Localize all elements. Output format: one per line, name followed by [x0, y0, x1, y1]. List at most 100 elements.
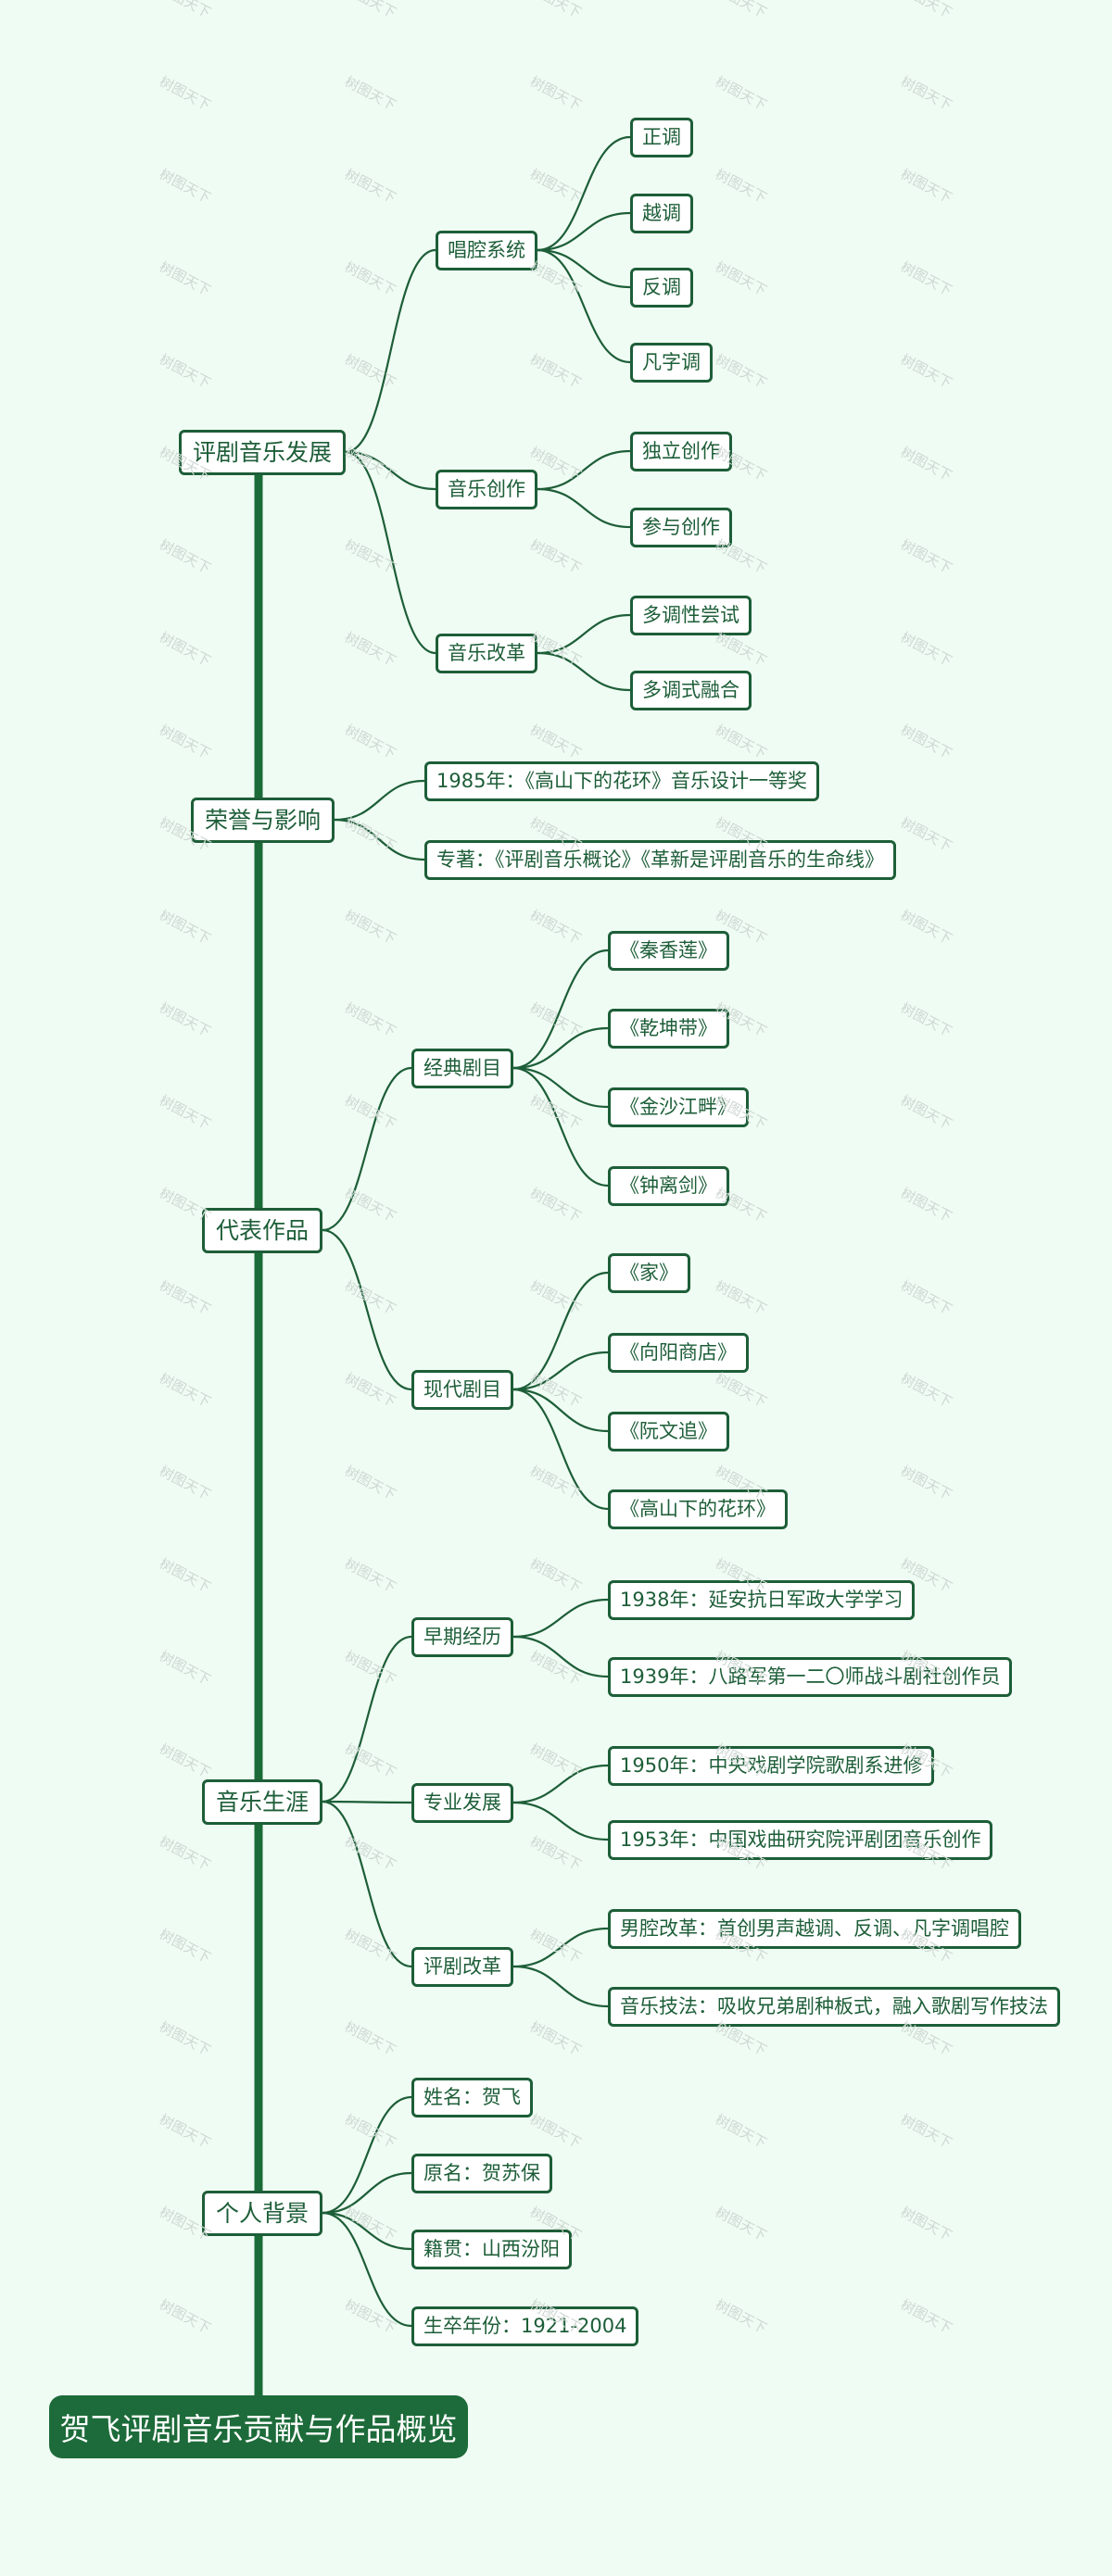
watermark-text: 树图天下 — [157, 165, 214, 207]
watermark-text: 树图天下 — [157, 350, 214, 392]
watermark-text: 树图天下 — [157, 1925, 214, 1967]
watermark-text: 树图天下 — [157, 1369, 214, 1411]
watermark-text: 树图天下 — [898, 1369, 955, 1411]
topic-node[interactable]: 音乐创作 — [436, 469, 537, 509]
leaf-node[interactable]: 凡字调 — [630, 342, 713, 383]
watermark-text: 树图天下 — [342, 1184, 399, 1225]
branch-node[interactable]: 音乐生涯 — [202, 1778, 323, 1825]
watermark-text: 树图天下 — [342, 443, 399, 484]
watermark-text: 树图天下 — [527, 1276, 585, 1318]
connector-curve — [512, 1965, 609, 2008]
leaf-node[interactable]: 《阮文追》 — [608, 1411, 729, 1451]
connector-curve — [334, 818, 425, 861]
leaf-node[interactable]: 多调式融合 — [630, 670, 752, 710]
leaf-node[interactable]: 越调 — [630, 193, 693, 233]
watermark-text: 树图天下 — [713, 350, 770, 392]
leaf-node[interactable]: 正调 — [630, 117, 693, 157]
leaf-node[interactable]: 音乐技法：吸收兄弟剧种板式，融入歌剧写作技法 — [608, 1986, 1060, 2027]
leaf-node[interactable]: 《乾坤带》 — [608, 1008, 729, 1049]
topic-node[interactable]: 现代剧目 — [411, 1369, 513, 1410]
connector-curve — [322, 1228, 412, 1391]
root-title[interactable]: 贺飞评剧音乐贡献与作品概览 — [49, 2395, 468, 2458]
leaf-node[interactable]: 男腔改革：首创男声越调、反调、凡字调唱腔 — [608, 1908, 1021, 1949]
leaf-node[interactable]: 《向阳商店》 — [608, 1332, 749, 1373]
leaf-node[interactable]: 1939年：八路军第一二〇师战斗剧社创作员 — [608, 1656, 1013, 1697]
watermark-text: 树图天下 — [527, 721, 585, 762]
leaf-node[interactable]: 参与创作 — [630, 507, 732, 547]
connector-curve — [322, 2211, 412, 2251]
connector-curve — [345, 450, 436, 655]
topic-node[interactable]: 专著：《评剧音乐概论》《革新是评剧音乐的生命线》 — [424, 839, 896, 880]
watermark-text: 树图天下 — [157, 2295, 214, 2337]
branch-node[interactable]: 荣誉与影响 — [191, 797, 335, 843]
watermark-text: 树图天下 — [342, 1276, 399, 1318]
connector-curve — [512, 1388, 609, 1433]
leaf-node[interactable]: 多调性尝试 — [630, 595, 752, 635]
leaf-node[interactable]: 《钟离剑》 — [608, 1165, 729, 1206]
topic-node[interactable]: 经典剧目 — [411, 1048, 513, 1088]
topic-node[interactable]: 原名：贺苏保 — [411, 2153, 552, 2193]
leaf-node[interactable]: 1950年：中央戏剧学院歌剧系进修 — [608, 1745, 935, 1786]
watermark-text: 树图天下 — [342, 999, 399, 1040]
watermark-text: 树图天下 — [157, 999, 214, 1040]
watermark-text: 树图天下 — [898, 1184, 955, 1225]
topic-node[interactable]: 专业发展 — [411, 1782, 513, 1823]
connector-curve — [512, 1635, 609, 1678]
watermark-text: 树图天下 — [157, 721, 214, 762]
watermark-text: 树图天下 — [713, 1369, 770, 1411]
watermark-text: 树图天下 — [157, 535, 214, 577]
leaf-node[interactable]: 独立创作 — [630, 431, 732, 471]
topic-node[interactable]: 评剧改革 — [411, 1946, 513, 1987]
watermark-text: 树图天下 — [713, 165, 770, 207]
watermark-text: 树图天下 — [157, 1091, 214, 1133]
watermark-text: 树图天下 — [898, 165, 955, 207]
connector-curve — [512, 1927, 609, 1968]
topic-node[interactable]: 生卒年份：1921-2004 — [411, 2306, 639, 2346]
watermark-text: 树图天下 — [898, 535, 955, 577]
connector-curve — [512, 1271, 609, 1391]
watermark-text: 树图天下 — [342, 0, 399, 21]
watermark-text: 树图天下 — [342, 2295, 399, 2337]
watermark-text: 树图天下 — [898, 2110, 955, 2152]
topic-node[interactable]: 早期经历 — [411, 1616, 513, 1657]
watermark-text: 树图天下 — [898, 2295, 955, 2337]
watermark-text: 树图天下 — [342, 1369, 399, 1411]
topic-node[interactable]: 1985年：《高山下的花环》音乐设计一等奖 — [424, 760, 819, 801]
connector-curve — [537, 211, 631, 252]
watermark-text: 树图天下 — [342, 906, 399, 948]
leaf-node[interactable]: 《家》 — [608, 1252, 690, 1293]
watermark-text: 树图天下 — [342, 1091, 399, 1133]
topic-node[interactable]: 籍贯：山西汾阳 — [411, 2229, 572, 2269]
watermark-text: 树图天下 — [157, 2110, 214, 2152]
watermark-text: 树图天下 — [157, 906, 214, 948]
watermark-text: 树图天下 — [898, 350, 955, 392]
leaf-node[interactable]: 《高山下的花环》 — [608, 1489, 788, 1529]
watermark-text: 树图天下 — [898, 1276, 955, 1318]
connector-curve — [512, 1388, 609, 1511]
leaf-node[interactable]: 1938年：延安抗日军政大学学习 — [608, 1579, 916, 1620]
topic-node[interactable]: 音乐改革 — [436, 633, 537, 673]
topic-node[interactable]: 姓名：贺飞 — [411, 2077, 533, 2117]
branch-node[interactable]: 评剧音乐发展 — [179, 429, 347, 475]
watermark-text: 树图天下 — [157, 1554, 214, 1596]
watermark-text: 树图天下 — [527, 1554, 585, 1596]
watermark-text: 树图天下 — [157, 628, 214, 670]
connector-curve — [512, 949, 609, 1070]
watermark-text: 树图天下 — [157, 1740, 214, 1781]
watermark-text: 树图天下 — [157, 1647, 214, 1689]
leaf-node[interactable]: 1953年：中国戏曲研究院评剧团音乐创作 — [608, 1819, 993, 1860]
topic-node[interactable]: 唱腔系统 — [436, 230, 537, 270]
branch-node[interactable]: 代表作品 — [202, 1207, 323, 1253]
watermark-text: 树图天下 — [342, 1832, 399, 1874]
branch-node[interactable]: 个人背景 — [202, 2190, 323, 2236]
leaf-node[interactable]: 《金沙江畔》 — [608, 1087, 749, 1127]
connector-curve — [537, 449, 631, 491]
connector-curve — [345, 450, 436, 491]
connector-curve — [345, 248, 436, 454]
connector-curve — [537, 487, 631, 529]
watermark-text: 树图天下 — [713, 0, 770, 21]
leaf-node[interactable]: 《秦香莲》 — [608, 930, 729, 971]
watermark-text: 树图天下 — [342, 2110, 399, 2152]
leaf-node[interactable]: 反调 — [630, 267, 693, 308]
